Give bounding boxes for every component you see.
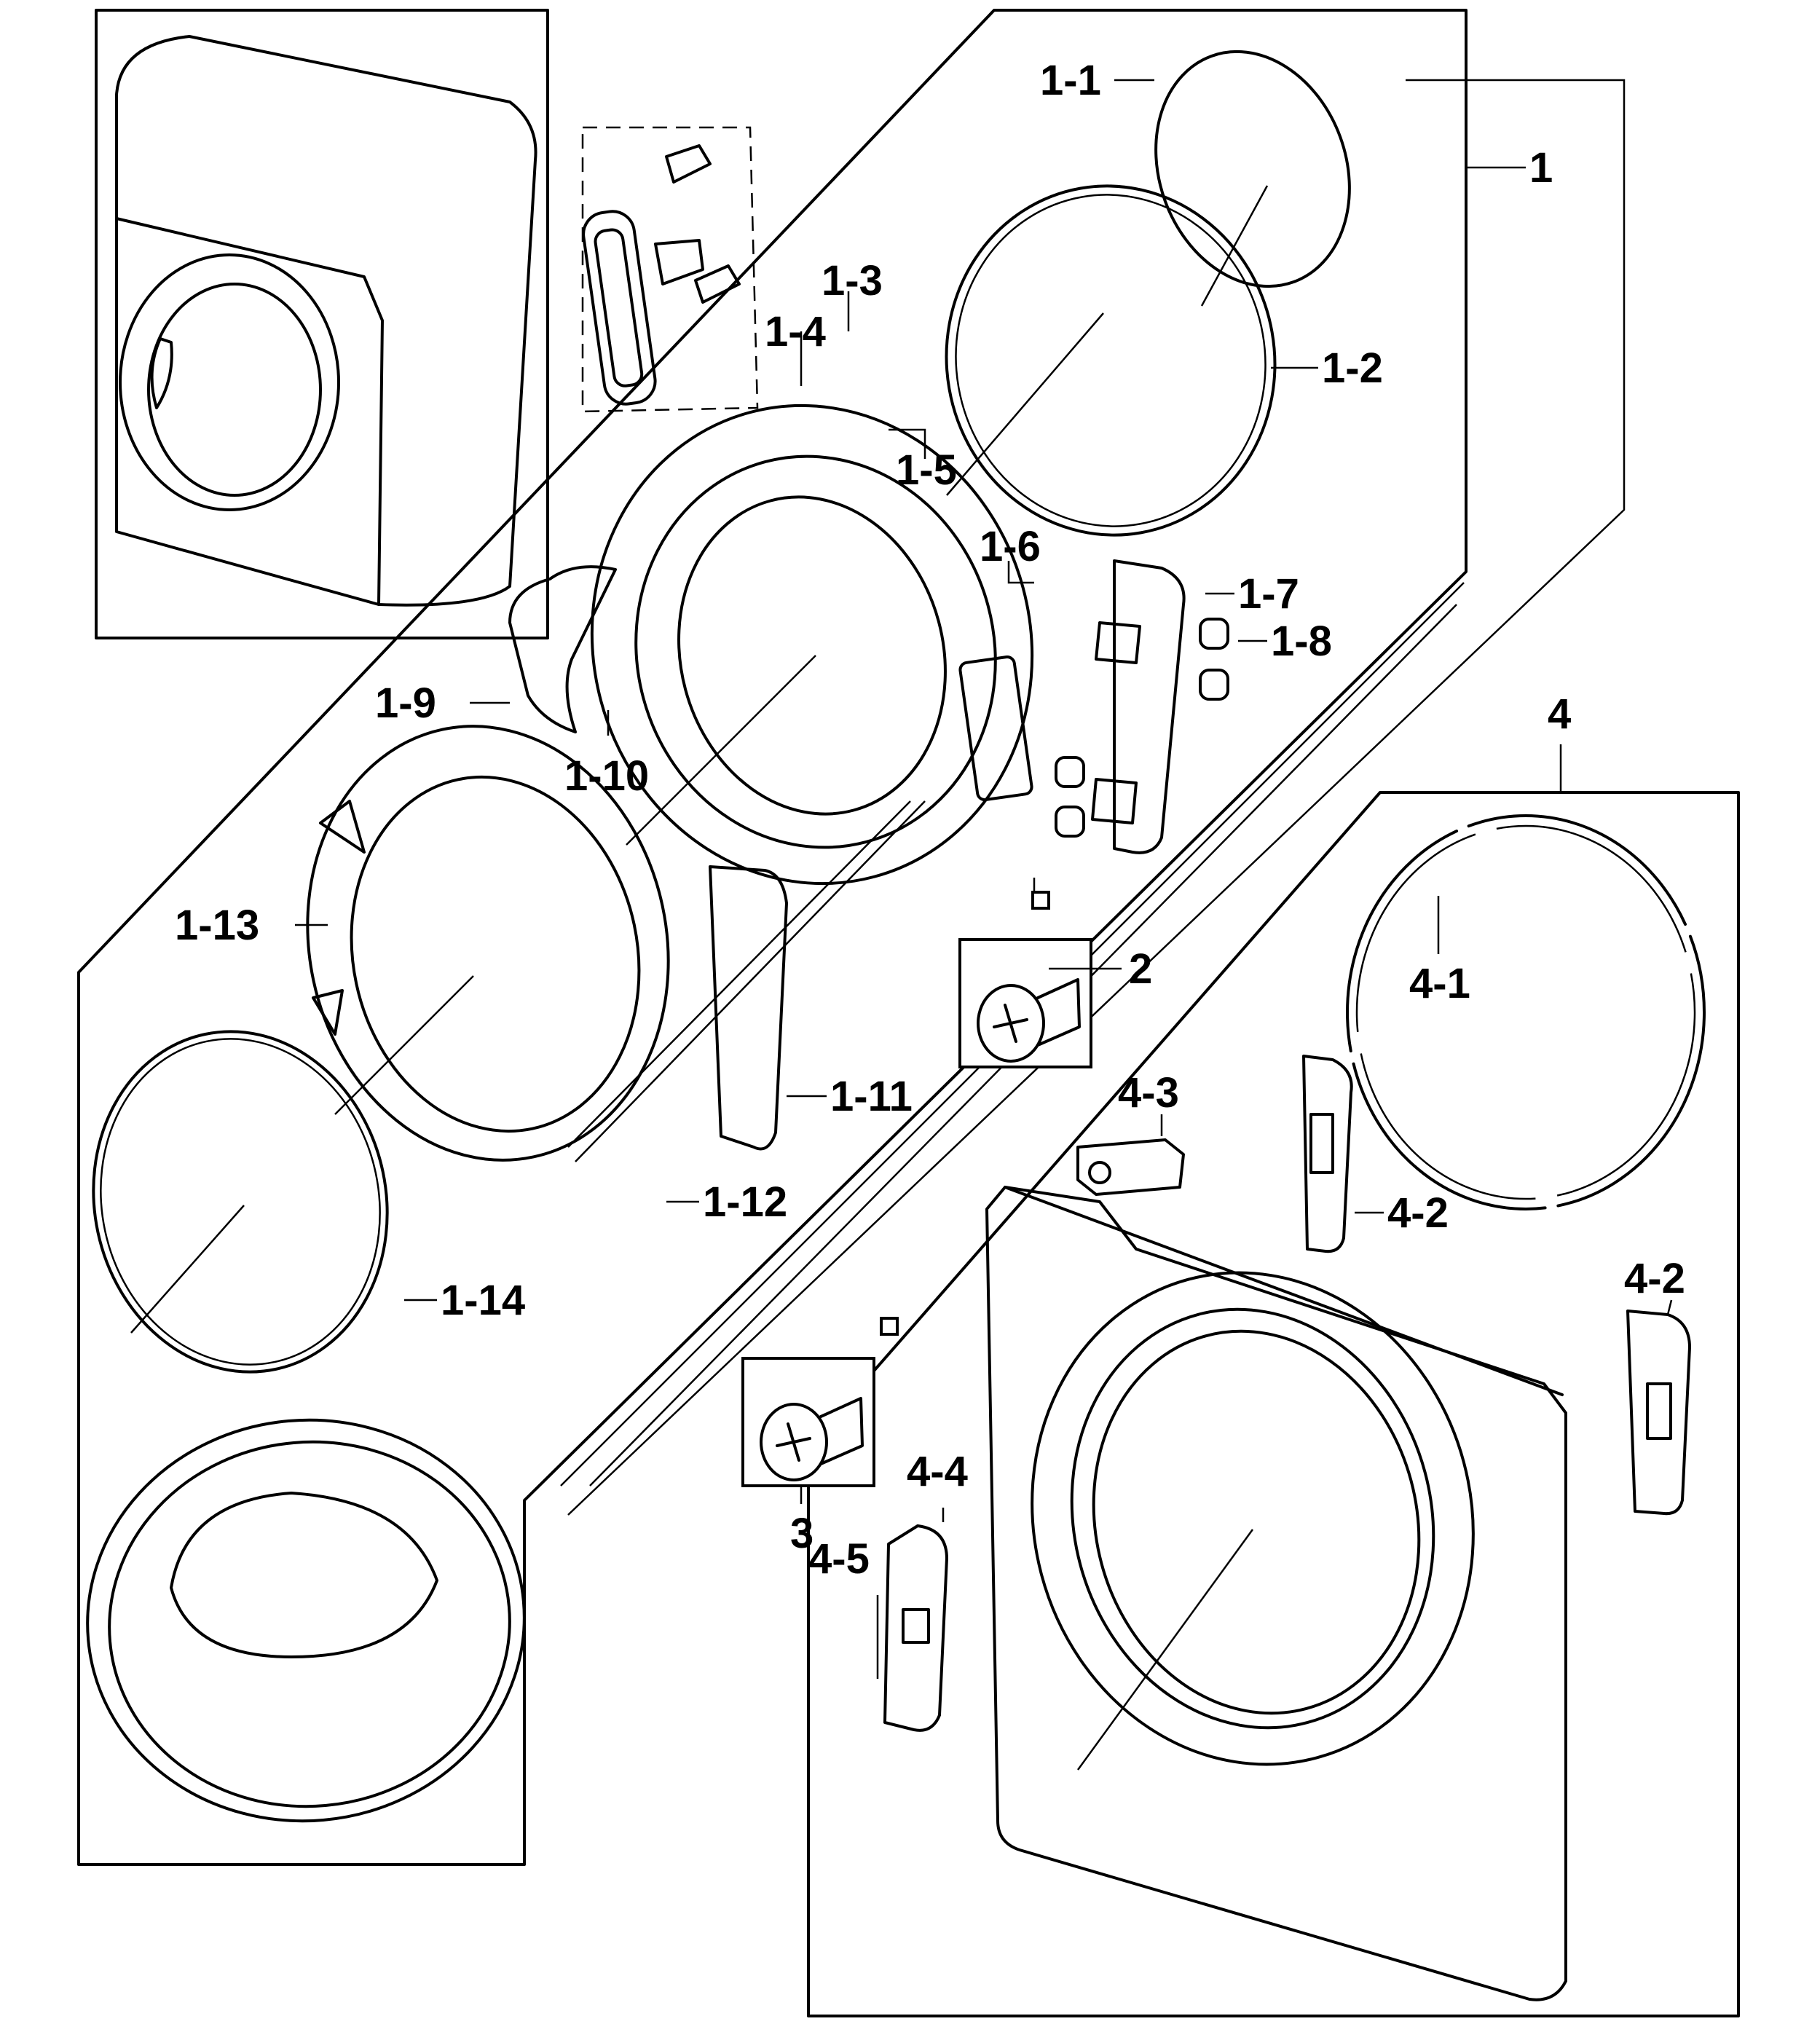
door-inner-frame [306,725,670,1162]
door-frame [590,403,1034,886]
door-ring [945,184,1277,537]
section-1-outline [77,9,1468,1866]
segmented-ring [1346,814,1706,1210]
callout-1-1: 1-1 [1040,57,1101,104]
callout-4-3: 4-3 [1118,1069,1179,1117]
front-panel [985,1186,1567,2001]
section-4-outline [807,791,1740,2017]
callout-3: 3 [790,1510,814,1557]
callout-1-2: 1-2 [1322,344,1383,392]
door-handle [508,565,617,733]
callout-1-11: 1-11 [830,1073,913,1120]
callout-1-10: 1-10 [564,752,649,800]
callout-1-8: 1-8 [1271,618,1332,665]
inset-assembled-dryer [95,9,549,639]
callout-1-5: 1-5 [896,446,957,494]
callout-1-13: 1-13 [175,902,259,949]
callout-1-9: 1-9 [375,680,436,727]
hinge-lower [709,865,788,1151]
callout-4-1: 4-1 [1409,960,1470,1007]
callout-1-4: 1-4 [765,308,826,355]
callout-1-7: 1-7 [1238,570,1299,618]
door-glass-outer [1154,50,1351,288]
callout-4: 4 [1548,690,1571,738]
callout-1-14: 1-14 [441,1277,525,1324]
callout-1-6: 1-6 [980,523,1041,570]
bushings [1055,618,1229,838]
callout-4-4: 4-4 [907,1448,968,1495]
screw-detail-2 [958,891,1092,1068]
hinge-plate-upper [1113,559,1186,854]
hinge-plate-4-2-right [1626,1310,1691,1516]
callout-labels: 1-1 1 1-2 1-3 1-4 1-5 1-6 1-7 1-8 1-9 1-… [175,57,1685,1583]
handle-hardware-group [581,126,759,413]
callout-1-3: 1-3 [822,257,883,304]
callout-4-2-upper: 4-2 [1387,1189,1449,1237]
screw-detail-3 [741,1317,899,1487]
latch-plate [883,1524,948,1732]
door-assembly-front [86,1418,526,1823]
callout-1: 1 [1529,144,1553,192]
callout-4-5: 4-5 [808,1535,870,1583]
door-lock [1076,1138,1185,1196]
callout-2: 2 [1129,945,1152,993]
callout-1-12: 1-12 [703,1178,787,1226]
hinge-plate-4-2-upper [1302,1055,1353,1253]
callout-4-2-right: 4-2 [1624,1255,1685,1302]
door-glass-inner [92,1030,389,1374]
leader-lines [130,79,1673,1771]
